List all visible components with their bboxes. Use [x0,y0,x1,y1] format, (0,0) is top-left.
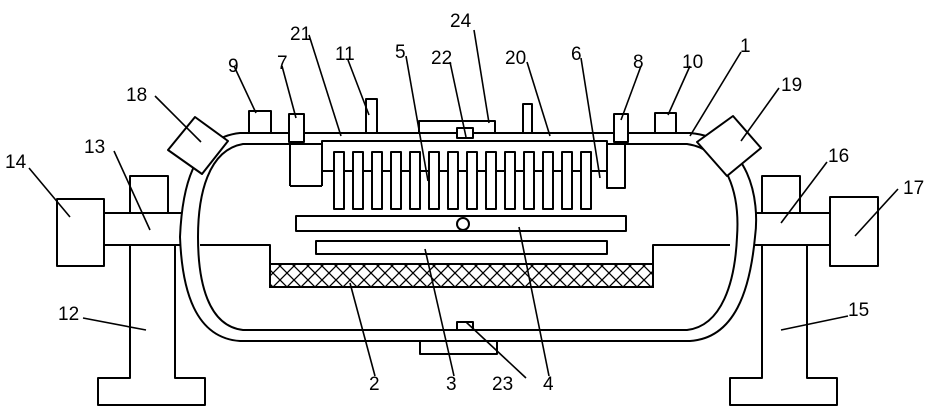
label-6: 6 [571,44,582,65]
label-21: 21 [290,24,311,45]
heater-fin [352,151,364,210]
inner-tank-wall [197,143,739,331]
label-10: 10 [682,52,703,73]
right-motor [829,196,879,267]
heater-fin [580,151,592,210]
label-8: 8 [633,52,644,73]
heater-fin [428,151,440,210]
heater-fin [333,151,345,210]
top-inlet-pipe [365,98,378,134]
label-16: 16 [828,146,849,167]
label-3: 3 [446,374,457,395]
heater-fin [542,151,554,210]
label-18: 18 [126,85,147,106]
label-23: 23 [492,374,513,395]
left-bearing-block [129,175,169,215]
heater-fin [504,151,516,210]
top-small-pipe [522,103,533,134]
right-bracket [613,113,629,143]
heater-frame [289,141,626,189]
heater-fin [485,151,497,210]
label-14: 14 [5,152,27,173]
label-1: 1 [740,36,751,57]
label-5: 5 [395,42,406,63]
label-2: 2 [369,374,380,395]
label-11: 11 [335,44,355,65]
label-19: 19 [781,75,802,96]
heater-fin [371,151,383,210]
label-4: 4 [543,374,554,395]
heater-fin [447,151,459,210]
label-12: 12 [58,304,79,325]
tray-pivot [456,217,470,231]
part-labels: 1 2 3 4 5 6 7 8 9 10 11 12 13 14 15 16 1… [5,11,924,395]
heater-fins [333,151,592,210]
heater-fin [523,151,535,210]
left-bracket [288,113,305,143]
label-13: 13 [84,137,105,158]
bottom-outlet-latch [456,321,474,331]
left-support-stand [97,223,206,406]
right-bearing-block [761,175,801,215]
leader-lines [28,29,899,379]
top-port-right [654,112,677,134]
outer-tank-shell [179,132,758,342]
label-9: 9 [228,56,239,77]
bottom-outlet-plate [419,340,498,355]
heater-manifold [321,140,608,172]
label-22: 22 [431,48,452,69]
heater-fin [561,151,573,210]
top-port-left [248,110,272,134]
label-15: 15 [848,300,869,321]
filter-bed [269,263,654,288]
label-24: 24 [450,11,472,32]
label-7: 7 [277,53,288,74]
lower-tray [315,240,608,255]
label-20: 20 [505,48,526,69]
label-17: 17 [903,178,924,199]
heater-fin [466,151,478,210]
right-side-nozzle [696,115,762,177]
heater-fin [390,151,402,210]
heater-fin [409,151,421,210]
right-support-stand [729,223,838,406]
